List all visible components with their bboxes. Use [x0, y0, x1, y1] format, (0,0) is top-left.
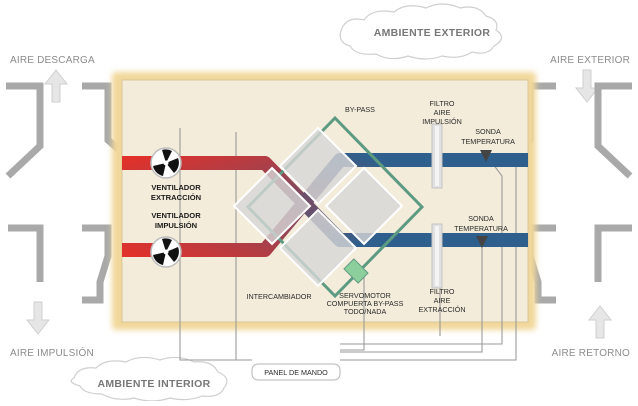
filter-icon — [431, 123, 443, 189]
aire-impulsion-label: AIRE IMPULSIÓN — [10, 346, 94, 359]
cloud-exterior: AMBIENTE EXTERIOR — [339, 3, 503, 60]
panel-de-mando-label: PANEL DE MANDO — [264, 368, 328, 377]
by-pass-label: BY-PASS — [345, 105, 375, 114]
sonda-bottom-label-2: TEMPERATURA — [454, 224, 508, 233]
temperature-probe-icon — [476, 236, 488, 248]
heat-exchanger — [232, 126, 404, 288]
ambiente-interior-label: AMBIENTE INTERIOR — [97, 378, 210, 390]
servomotor-label-2: COMPUERTA BY-PASS — [327, 299, 404, 308]
sonda-top-label-2: TEMPERATURA — [461, 137, 515, 146]
filtro-extraccion-label-1: FILTRO — [429, 287, 454, 296]
ambiente-exterior-label: AMBIENTE EXTERIOR — [374, 27, 491, 39]
arrow-up-icon — [587, 305, 613, 339]
servomotor-label-1: SERVOMOTOR — [339, 291, 391, 300]
external-ducts — [5, 82, 633, 304]
servomotor-icon — [343, 258, 369, 284]
filtro-impulsion-label-1: FILTRO — [429, 99, 454, 108]
control-panel: PANEL DE MANDO — [251, 363, 341, 381]
cloud-interior: AMBIENTE INTERIOR — [70, 356, 228, 402]
hrv-unit-casing — [112, 72, 536, 330]
aire-exterior-label: AIRE EXTERIOR — [550, 55, 630, 66]
sonda-top-label-1: SONDA — [475, 127, 501, 136]
arrow-down-icon — [574, 69, 600, 103]
ventilador-extraccion-label-2: EXTRACCIÓN — [151, 193, 201, 202]
temperature-probe-icon — [480, 150, 492, 162]
arrow-down-icon — [25, 301, 51, 335]
ventilador-impulsion-label-1: VENTILADOR — [151, 211, 201, 220]
filtro-extraccion-label-2: AIRE — [434, 296, 451, 305]
servomotor-label-3: TODO/NADA — [344, 307, 387, 316]
aire-retorno-label: AIRE RETORNO — [552, 348, 630, 359]
fan-icon — [150, 147, 182, 179]
filtro-impulsion-label-2: AIRE — [434, 108, 451, 117]
ventilador-impulsion-label-2: IMPULSIÓN — [155, 221, 197, 230]
filtro-impulsion-label-3: IMPULSIÓN — [422, 117, 462, 126]
filter-icon — [431, 223, 443, 289]
sonda-bottom-label-1: SONDA — [468, 214, 494, 223]
arrow-up-icon — [43, 69, 69, 103]
filtro-extraccion-label-3: EXTRACCIÓN — [418, 305, 465, 314]
fan-icon — [150, 236, 182, 268]
intercambiador-label: INTERCAMBIADOR — [246, 292, 311, 301]
ventilador-extraccion-label-1: VENTILADOR — [151, 183, 201, 192]
aire-descarga-label: AIRE DESCARGA — [10, 55, 95, 66]
